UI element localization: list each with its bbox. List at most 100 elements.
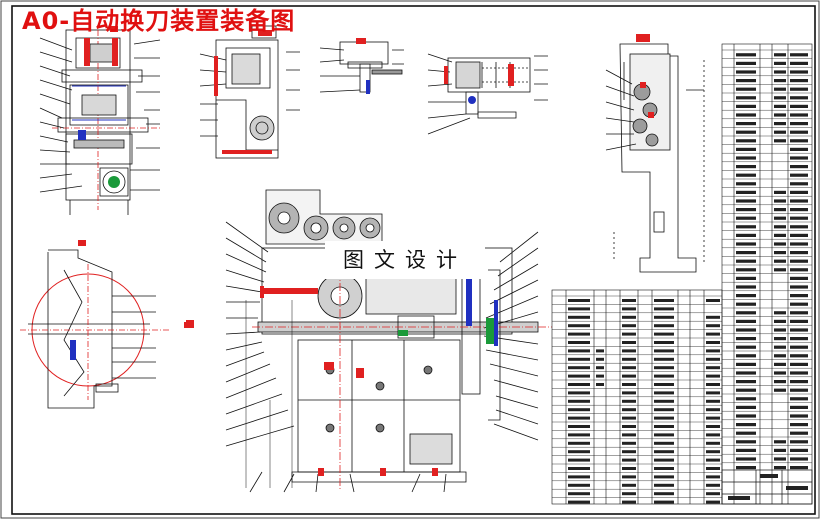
table-cell-ink	[622, 391, 636, 395]
table-cell-ink	[790, 79, 808, 83]
table-cell-ink	[790, 113, 808, 117]
table-cell-ink	[654, 483, 674, 487]
table-cell-ink	[774, 216, 786, 220]
table-cell-ink	[736, 199, 756, 203]
table-cell-ink	[736, 285, 756, 289]
table-cell-ink	[774, 259, 786, 263]
table-cell-ink	[568, 391, 590, 395]
table-cell-ink	[774, 199, 786, 203]
table-cell-ink	[596, 366, 604, 370]
table-cell-ink	[790, 362, 808, 366]
table-cell-ink	[790, 139, 808, 143]
table-cell-ink	[568, 416, 590, 420]
table-cell-ink	[706, 450, 720, 454]
table-cell-ink	[790, 208, 808, 212]
table-cell-ink	[706, 332, 720, 336]
gear-shaft-colors	[444, 64, 514, 104]
table-cell-ink	[622, 324, 636, 328]
table-cell-ink	[774, 311, 786, 315]
table-cell-ink	[790, 302, 808, 306]
table-cell-ink	[790, 414, 808, 418]
table-cell-ink	[568, 433, 590, 437]
table-cell-ink	[736, 414, 756, 418]
table-cell-ink	[774, 61, 786, 65]
table-cell-ink	[790, 87, 808, 91]
table-cell-ink	[736, 311, 756, 315]
table-cell-ink	[706, 492, 720, 496]
section-view-left-colors	[72, 26, 126, 188]
table-cell-ink	[774, 208, 786, 212]
table-cell-ink	[706, 441, 720, 445]
table-cell-ink	[596, 383, 604, 386]
table-cell-ink	[736, 388, 756, 392]
table-cell-ink	[736, 225, 756, 229]
table-cell-ink	[790, 242, 808, 246]
table-cell-ink	[654, 450, 674, 454]
table-cell-ink	[568, 315, 590, 319]
table-cell-ink	[622, 450, 636, 454]
gear-shaft-view	[427, 53, 548, 135]
table-cell-ink	[622, 357, 636, 361]
table-cell-ink	[790, 294, 808, 298]
table-cell-ink	[596, 374, 604, 378]
table-cell-ink	[622, 467, 636, 470]
table-cell-ink	[736, 362, 756, 366]
table-cell-ink	[622, 458, 636, 462]
table-cell-ink	[568, 500, 590, 504]
table-cell-ink	[774, 345, 786, 349]
table-cell-ink	[622, 332, 636, 336]
table-cell-ink	[622, 408, 636, 412]
table-cell-ink	[736, 87, 756, 91]
table-cell-ink	[622, 374, 636, 378]
table-cell-ink	[774, 319, 786, 323]
table-cell-ink	[774, 362, 786, 366]
table-cell-ink	[790, 147, 808, 151]
table-cell-ink	[774, 371, 786, 375]
table-cell-ink	[654, 341, 674, 344]
table-cell-ink	[736, 405, 756, 409]
table-cell-ink	[790, 122, 808, 126]
table-cell-ink	[568, 374, 590, 378]
table-cell-ink	[774, 328, 786, 332]
table-cell-ink	[774, 79, 786, 83]
table-cell-ink	[736, 96, 756, 100]
table-cell-ink	[622, 307, 636, 311]
table-cell-ink	[774, 104, 786, 108]
table-cell-ink	[790, 268, 808, 272]
table-cell-ink	[654, 399, 674, 403]
table-cell-ink	[790, 423, 808, 427]
parts-list-right-column	[721, 43, 813, 505]
table-cell-ink	[774, 87, 786, 91]
table-cell-ink	[654, 307, 674, 311]
table-cell-ink	[654, 492, 674, 496]
table-cell-ink	[736, 233, 756, 237]
table-cell-ink	[568, 475, 590, 479]
table-cell-ink	[706, 500, 720, 504]
table-cell-ink	[706, 374, 720, 378]
table-cell-ink	[736, 354, 756, 358]
table-cell-ink	[736, 53, 756, 57]
table-cell-ink	[706, 483, 720, 487]
table-cell-ink	[568, 383, 590, 386]
table-cell-ink	[622, 492, 636, 496]
table-cell-ink	[774, 457, 786, 461]
table-cell-ink	[790, 130, 808, 134]
table-cell-ink	[790, 448, 808, 452]
table-cell-ink	[736, 337, 756, 341]
table-cell-ink	[568, 341, 590, 344]
table-cell-ink	[790, 371, 808, 375]
table-cell-ink	[622, 366, 636, 370]
table-cell-ink	[790, 354, 808, 358]
table-cell-ink	[706, 475, 720, 479]
table-cell-ink	[654, 458, 674, 462]
table-cell-ink	[790, 457, 808, 461]
table-cell-ink	[736, 302, 756, 306]
table-cell-ink	[774, 337, 786, 341]
table-cell-ink	[786, 486, 808, 490]
table-cell-ink	[790, 156, 808, 160]
table-cell-ink	[622, 425, 636, 428]
table-cell-ink	[736, 345, 756, 349]
table-cell-ink	[706, 458, 720, 462]
table-cell-ink	[774, 70, 786, 74]
table-cell-ink	[568, 332, 590, 336]
